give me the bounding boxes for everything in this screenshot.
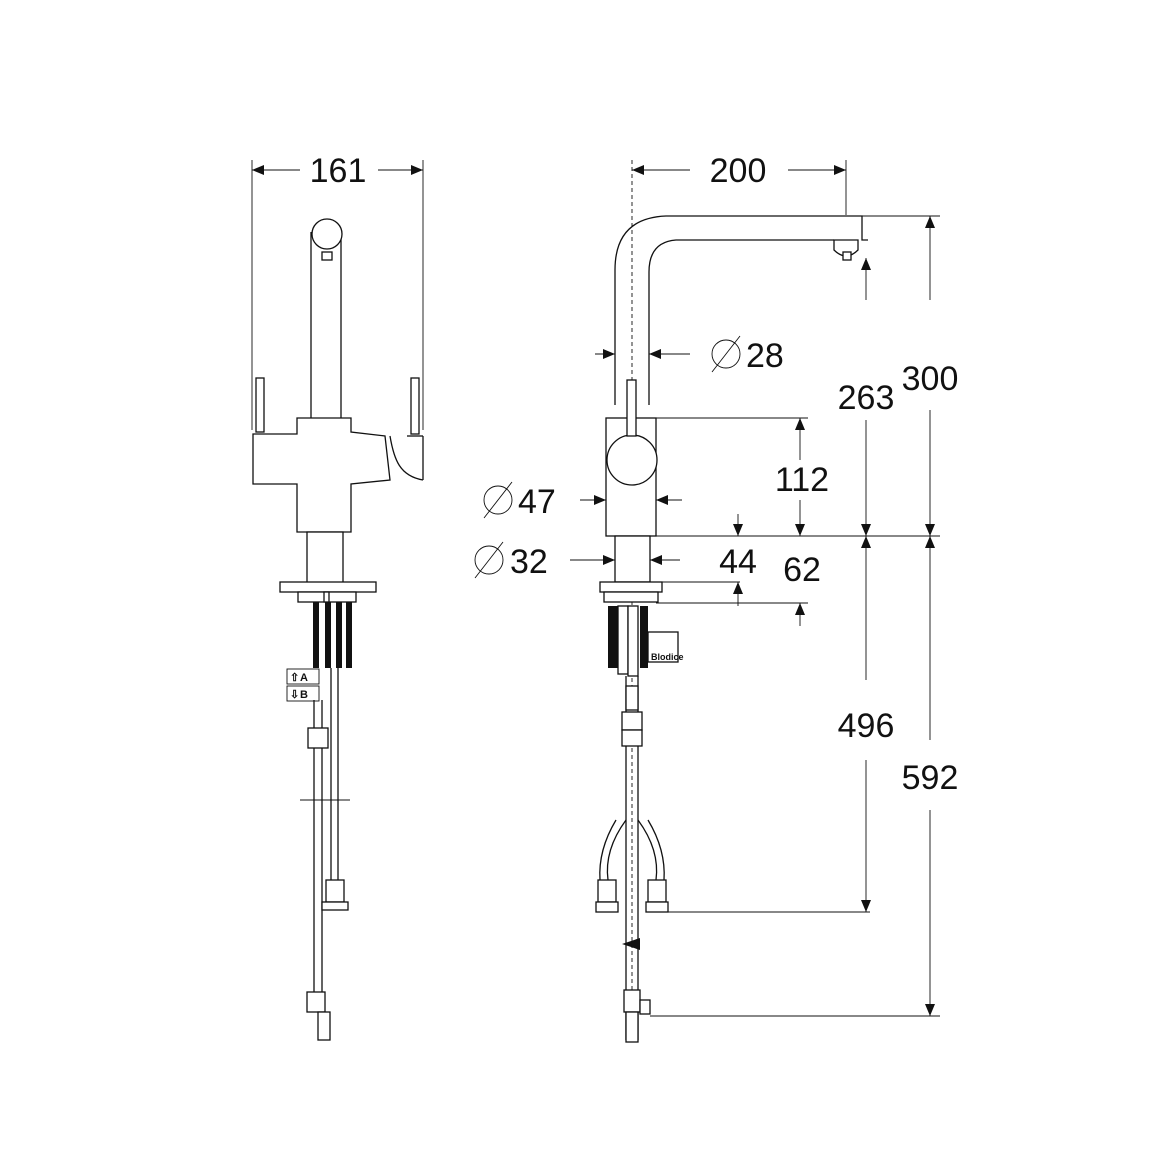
side-shank xyxy=(599,535,663,603)
inlet-labels: ⇧ A ⇩ B xyxy=(286,668,320,702)
side-mounting: Blodice xyxy=(595,605,684,1043)
dimension-heights-above-deck: 263 300 xyxy=(838,215,959,536)
dim-161: 161 xyxy=(310,152,367,190)
dim-300: 300 xyxy=(902,360,959,398)
dim-44: 44 xyxy=(719,543,757,581)
brand-label: Blodice xyxy=(651,652,684,662)
dim-47: 47 xyxy=(518,483,556,521)
dimension-width-161: 161 xyxy=(251,152,424,430)
inlet-label-b: B xyxy=(300,689,308,701)
front-base xyxy=(279,531,377,668)
side-spout xyxy=(614,215,868,405)
dimension-body-diameter: 47 xyxy=(483,481,682,521)
dimension-shank-diameter: 32 xyxy=(474,541,680,581)
dimension-body-height: 112 44 62 xyxy=(650,417,940,626)
dimension-lengths-below-deck: 496 592 xyxy=(650,536,959,1017)
dimension-reach-200: 200 xyxy=(632,152,847,215)
front-view: 161 xyxy=(251,152,424,1041)
dimension-spout-diameter: 28 xyxy=(595,335,784,375)
inlet-label-a: A xyxy=(300,672,308,684)
side-view: 200 28 47 xyxy=(474,152,959,1043)
front-spout xyxy=(310,218,343,418)
dim-28: 28 xyxy=(746,337,784,375)
dim-200: 200 xyxy=(710,152,767,190)
side-body xyxy=(605,379,658,537)
svg-text:⇧: ⇧ xyxy=(290,672,299,684)
svg-text:⇩: ⇩ xyxy=(290,689,299,701)
front-body xyxy=(252,377,424,533)
dim-32: 32 xyxy=(510,543,548,581)
dim-592: 592 xyxy=(902,759,959,797)
dim-62: 62 xyxy=(783,551,821,589)
dim-112: 112 xyxy=(775,461,829,499)
front-hoses xyxy=(300,668,350,1041)
dim-263: 263 xyxy=(838,379,895,417)
dim-496: 496 xyxy=(838,707,895,745)
